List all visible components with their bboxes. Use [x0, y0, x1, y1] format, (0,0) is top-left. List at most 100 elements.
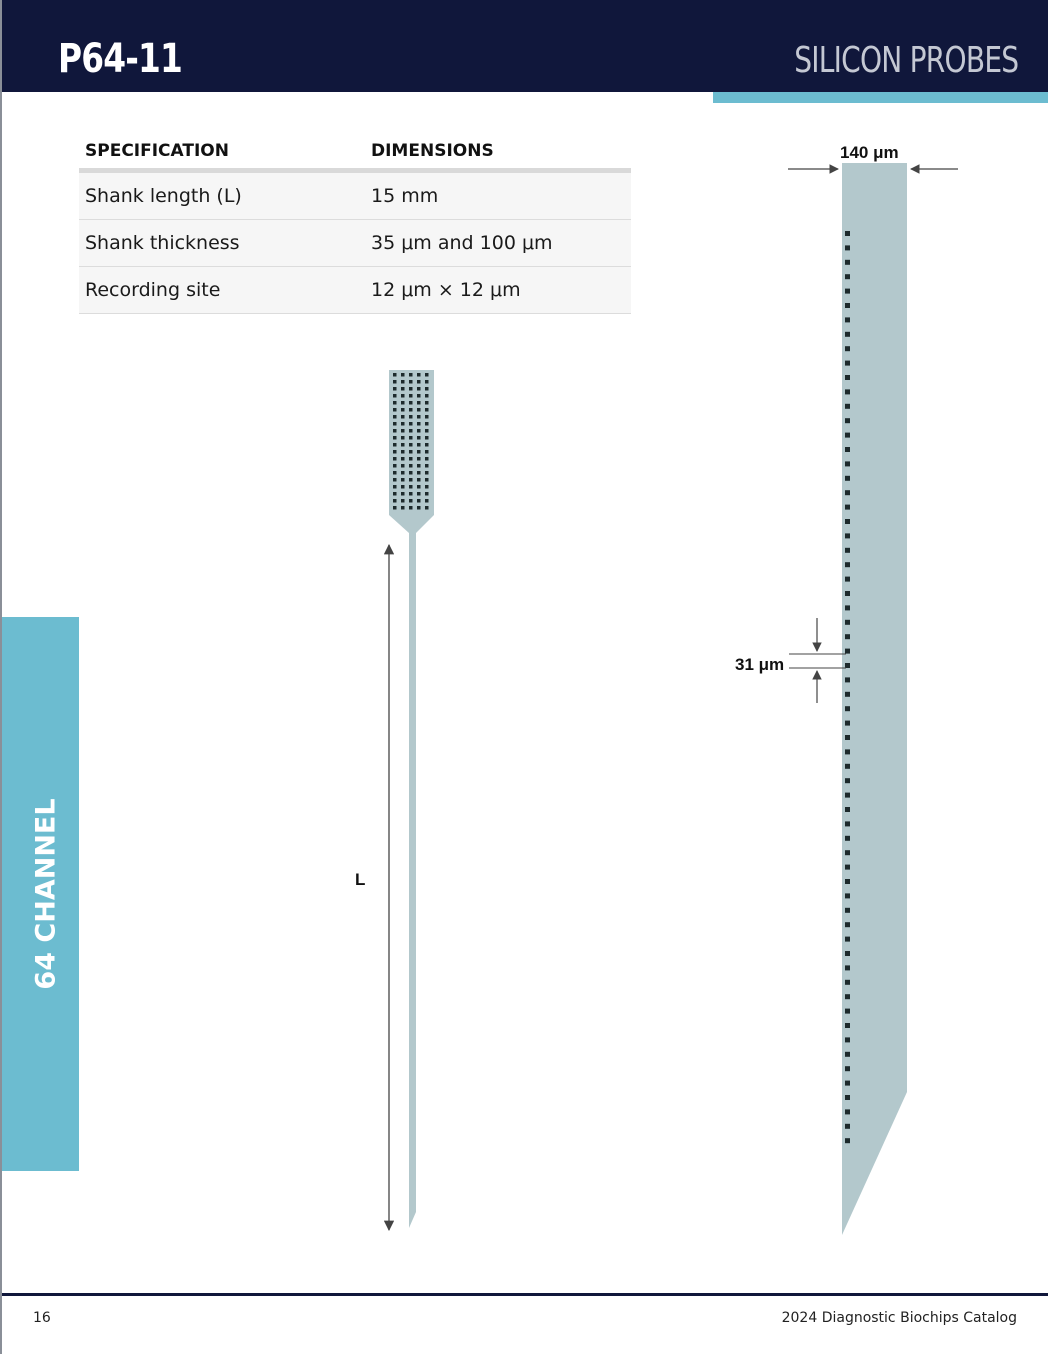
- table-row: Shank thickness 35 μm and 100 μm: [79, 219, 631, 267]
- recording-site: [409, 415, 413, 419]
- recording-site: [845, 936, 850, 942]
- recording-site: [845, 274, 850, 280]
- spec-value: 15 mm: [365, 170, 631, 220]
- recording-site: [401, 415, 405, 419]
- recording-site: [393, 506, 397, 510]
- recording-site: [409, 436, 413, 440]
- length-label: L: [355, 870, 365, 889]
- recording-site: [845, 821, 850, 827]
- recording-site: [409, 464, 413, 468]
- recording-site: [845, 634, 850, 640]
- recording-site: [425, 485, 429, 489]
- recording-site: [845, 389, 850, 395]
- recording-site: [417, 422, 421, 426]
- recording-site: [393, 478, 397, 482]
- recording-site: [845, 792, 850, 798]
- recording-site: [845, 864, 850, 870]
- page-number: 16: [33, 1310, 51, 1326]
- recording-site: [417, 401, 421, 405]
- recording-site: [845, 1008, 850, 1014]
- recording-site: [425, 471, 429, 475]
- model-title: P64-11: [58, 36, 183, 82]
- recording-site: [393, 457, 397, 461]
- recording-site: [425, 408, 429, 412]
- category-title: SILICON PROBES: [793, 40, 1019, 81]
- recording-site: [845, 663, 850, 668]
- recording-site: [417, 464, 421, 468]
- recording-site: [409, 457, 413, 461]
- recording-site: [845, 231, 850, 236]
- recording-site: [425, 499, 429, 503]
- recording-site: [425, 394, 429, 398]
- recording-site: [425, 401, 429, 405]
- recording-site: [393, 394, 397, 398]
- pitch-label: 31 μm: [735, 655, 784, 674]
- recording-site: [401, 401, 405, 405]
- recording-site: [425, 387, 429, 391]
- recording-site: [845, 576, 850, 582]
- spec-value: 35 μm and 100 μm: [365, 219, 631, 267]
- recording-site: [401, 373, 405, 377]
- recording-site: [417, 373, 421, 377]
- recording-site: [393, 422, 397, 426]
- recording-site: [401, 506, 405, 510]
- recording-site: [845, 461, 850, 467]
- recording-site: [845, 1023, 850, 1028]
- recording-site: [393, 373, 397, 377]
- recording-site: [401, 492, 405, 496]
- recording-site: [425, 478, 429, 482]
- recording-site: [401, 471, 405, 475]
- page-edge-rule: [0, 0, 2, 1354]
- recording-site: [845, 259, 850, 265]
- recording-site: [401, 450, 405, 454]
- recording-site: [845, 303, 850, 308]
- recording-site: [845, 979, 850, 985]
- recording-site: [845, 475, 850, 481]
- shank-detail-sites: [845, 231, 850, 1144]
- recording-site: [845, 1066, 850, 1072]
- probe-overview-sites: [393, 373, 429, 510]
- recording-site: [409, 471, 413, 475]
- recording-site: [845, 418, 850, 424]
- recording-site: [845, 533, 850, 539]
- recording-site: [393, 387, 397, 391]
- footer-rule: [2, 1293, 1048, 1296]
- recording-site: [845, 562, 850, 568]
- recording-site: [409, 394, 413, 398]
- recording-site: [425, 429, 429, 433]
- recording-site: [425, 373, 429, 377]
- recording-site: [417, 436, 421, 440]
- recording-site: [845, 835, 850, 841]
- recording-site: [393, 464, 397, 468]
- recording-site: [845, 922, 850, 928]
- recording-site: [845, 504, 850, 510]
- recording-site: [409, 422, 413, 426]
- table-row: Shank length (L) 15 mm: [79, 170, 631, 220]
- catalog-title: 2024 Diagnostic Biochips Catalog: [781, 1310, 1017, 1326]
- recording-site: [845, 1095, 850, 1100]
- recording-site: [401, 422, 405, 426]
- recording-site: [845, 519, 850, 524]
- recording-site: [393, 401, 397, 405]
- recording-site: [417, 485, 421, 489]
- recording-site: [409, 450, 413, 454]
- recording-site: [845, 346, 850, 352]
- recording-site: [417, 499, 421, 503]
- recording-site: [393, 436, 397, 440]
- recording-site: [845, 331, 850, 337]
- recording-site: [845, 245, 850, 251]
- recording-site: [401, 380, 405, 384]
- shank-detail-body: [842, 163, 907, 1235]
- recording-site: [845, 677, 850, 683]
- recording-site: [393, 429, 397, 433]
- recording-site: [845, 1051, 850, 1057]
- probe-overview-body: [389, 370, 434, 1228]
- recording-site: [409, 408, 413, 412]
- recording-site: [845, 403, 850, 409]
- page-header: P64-11 SILICON PROBES: [2, 0, 1048, 92]
- recording-site: [417, 443, 421, 447]
- recording-site: [393, 380, 397, 384]
- recording-site: [393, 471, 397, 475]
- recording-site: [401, 464, 405, 468]
- recording-site: [401, 499, 405, 503]
